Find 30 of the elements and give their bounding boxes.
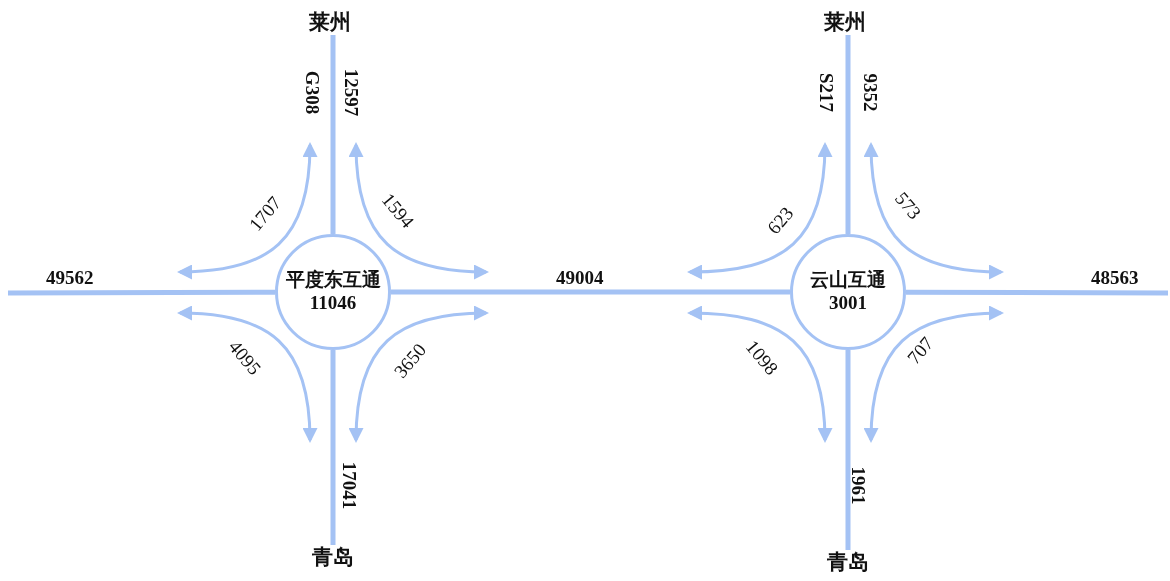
road-line	[330, 35, 336, 234]
turn-traffic-count: 4095	[225, 336, 265, 378]
road-traffic-count: 1961	[848, 466, 868, 504]
road-traffic-count: G308	[302, 70, 322, 114]
turn-traffic-count: 573	[891, 188, 925, 222]
road-traffic-count: 12597	[342, 68, 362, 116]
turn-traffic-count: 623	[763, 203, 797, 237]
place-name: 青岛	[827, 551, 869, 573]
road-line	[906, 289, 1168, 296]
turn-traffic-count: 707	[903, 333, 937, 367]
place-name: 莱州	[824, 11, 866, 33]
road-traffic-count: 49562	[46, 267, 94, 287]
traffic-count: 11046	[309, 292, 357, 315]
road-line	[8, 289, 275, 296]
interchange-name: 平度东互通	[285, 269, 381, 292]
place-name: 青岛	[312, 546, 354, 568]
interchange-circle	[790, 234, 906, 350]
road-line	[845, 35, 851, 234]
road-line	[845, 350, 851, 550]
road-traffic-count: 48563	[1091, 267, 1139, 287]
road-traffic-count: S217	[816, 72, 836, 112]
road-line	[391, 289, 790, 295]
interchange-circle	[275, 234, 391, 350]
road-traffic-count: 49004	[556, 267, 604, 287]
road-traffic-count: 9352	[860, 73, 880, 111]
traffic-count: 3001	[829, 292, 867, 315]
road-line	[330, 350, 336, 545]
interchange-name: 云山互通	[810, 269, 886, 292]
road-traffic-count: 17041	[340, 461, 360, 509]
place-name: 莱州	[309, 11, 351, 33]
